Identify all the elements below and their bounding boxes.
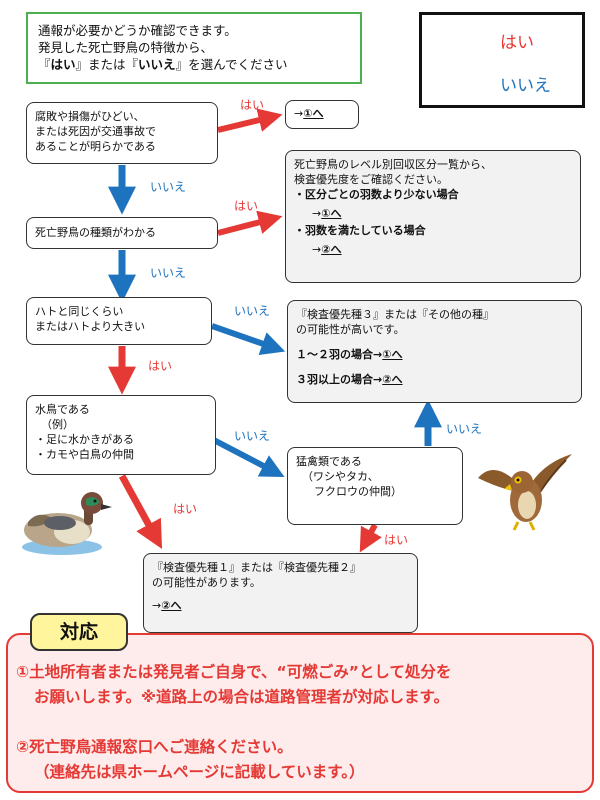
label-q5-no: いいえ [446,422,483,436]
response-title: 対応 [30,613,128,651]
intro-line-2: 発見した死亡野鳥の特徴から、 [38,40,214,55]
intro-box: 通報が必要かどうか確認できます。 発見した死亡野鳥の特徴から、 『はい』または『… [26,12,362,84]
result-check-priority: 死亡野鳥のレベル別回収区分一覧から、 検査優先度をご確認ください。 ・区分ごとの… [285,150,581,283]
arrow-q5-yes [359,523,382,553]
label-q1-yes: はい [240,98,265,112]
legend-yes-label: はい [500,33,534,53]
question-waterbird: 水鳥である （例） ・足に水かきがある ・カモや白鳥の仲間 [26,395,216,475]
question-raptor: 猛禽類である （ワシやタカ、 フクロウの仲間） [287,447,463,525]
arrow-q1-yes [217,108,283,133]
result-priority-1-or-2: 『検査優先種１』または『検査優先種２』 の可能性があります。 →②へ [143,553,418,633]
intro-line-1: 通報が必要かどうか確認できます。 [38,23,237,38]
label-q5-yes: はい [384,533,409,547]
response-line-1: ①土地所有者または発見者ご自身で、“可燃ごみ”として処分を [16,663,452,681]
question-pigeon-size: ハトと同じくらい またはハトより大きい [26,297,212,345]
label-q4-yes: はい [173,502,198,516]
result-to-1: →①へ [285,100,359,129]
arrow-q2-yes [217,210,283,236]
intro-line-3: 『はい』または『いいえ』を選んでください [38,57,288,72]
arrow-q4-no [206,434,285,478]
response-line-2: お願いします。※道路上の場合は道路管理者が対応します。 [34,688,449,706]
label-q2-no: いいえ [150,266,187,280]
response-section [6,633,594,793]
label-q3-yes: はい [148,359,173,373]
response-line-4: （連絡先は県ホームページに記載しています。） [34,763,365,781]
question-decay-or-accident: 腐敗や損傷がひどい、 または死因が交通事故で あることが明らかである [26,102,218,164]
label-q4-no: いいえ [234,429,271,443]
response-line-3: ②死亡野鳥通報窓口へご連絡ください。 [16,738,293,756]
result-priority-3-or-other: 『検査優先種３』または『その他の種』 の可能性が高いです。 １～２羽の場合→①へ… [287,300,582,403]
arrow-q3-no [211,323,286,355]
question-species-known: 死亡野鳥の種類がわかる [26,217,218,249]
label-q2-yes: はい [234,199,259,213]
label-q3-no: いいえ [234,304,271,318]
legend-no-label: いいえ [500,76,551,96]
legend-box: はい いいえ [419,12,585,108]
label-q1-no: いいえ [150,180,187,194]
arrow-q4-yes [118,474,163,550]
